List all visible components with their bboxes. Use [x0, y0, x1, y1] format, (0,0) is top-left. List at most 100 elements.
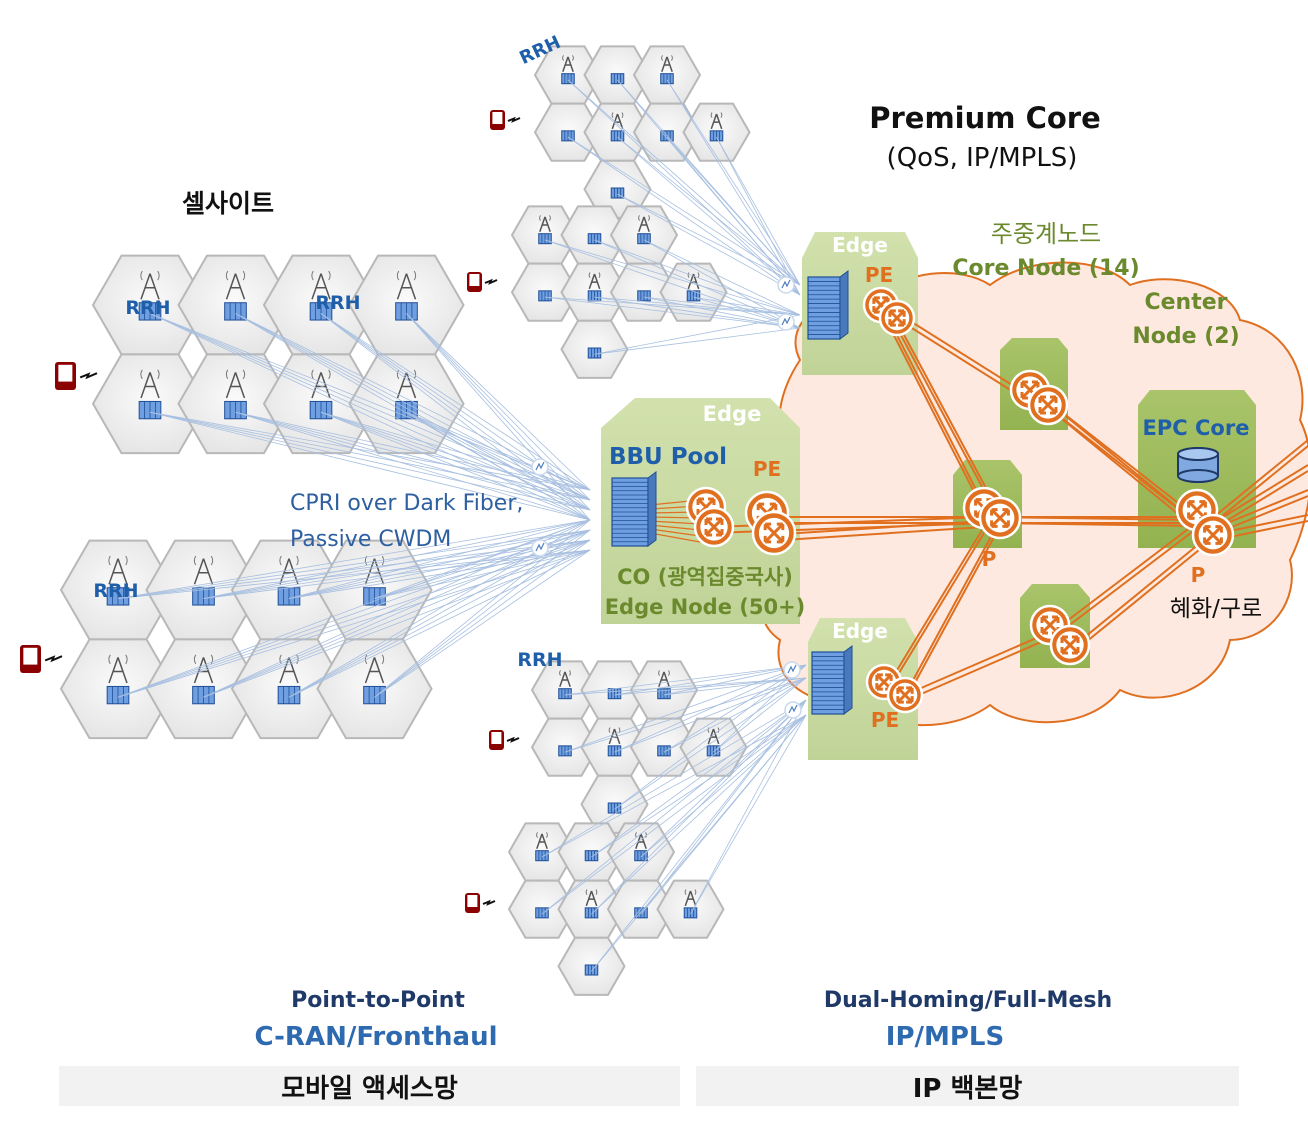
antenna-tower-icon [311, 372, 331, 399]
router-arrowhead [776, 535, 785, 544]
fiber-line [594, 296, 801, 316]
router-arrowhead [875, 683, 883, 691]
edge-label-co: Edge [703, 402, 762, 426]
backbone-link [879, 301, 991, 518]
fiber-line [591, 699, 807, 915]
backbone-link [767, 525, 1001, 542]
backbone-link [904, 629, 1056, 696]
router-arrowhead [1187, 512, 1195, 520]
cell-cluster [20, 539, 433, 740]
radio-link-icon [44, 655, 63, 663]
phone-screen [23, 647, 38, 665]
hyehwa-guro-label: 혜화/구로 [1170, 596, 1262, 622]
backbone-link [884, 522, 991, 697]
server-stack-icon [811, 645, 853, 715]
fiber-line [235, 313, 591, 501]
p2p-label: Point-to-Point [291, 988, 465, 1013]
signal-wave-icon [364, 654, 385, 665]
epc-core-label: EPC Core [1143, 416, 1250, 440]
fiber-line [617, 136, 801, 286]
backbone-link [904, 519, 1001, 696]
cell-site-label: 셀사이트 [182, 189, 274, 218]
router-arrowhead [990, 520, 998, 528]
rrh-label-b: RRH [315, 292, 360, 314]
fiber-line [564, 664, 807, 753]
phone-screen [58, 364, 73, 382]
fiber-line [594, 239, 801, 329]
fiber-line [663, 677, 807, 696]
signal-wave-icon [611, 112, 624, 119]
edge-label-bottom: Edge [832, 619, 888, 643]
router-arrows [704, 517, 724, 537]
rrh-label-c: RRH [93, 580, 138, 602]
router-arrowhead [1071, 635, 1080, 644]
router-arrowhead [906, 686, 914, 694]
fiber-line [663, 664, 807, 753]
signal-wave-icon [661, 55, 673, 61]
router-icon [978, 496, 1022, 540]
antenna-tower-icon [396, 273, 417, 300]
fiber-line [374, 549, 591, 698]
fronthaul-fiber-layer [117, 79, 807, 972]
fiber-line [690, 699, 807, 915]
router-arrowhead [888, 319, 896, 327]
fiber-line [406, 411, 591, 511]
router-arrowhead [1040, 626, 1049, 635]
server-stacks [611, 270, 853, 715]
backbone-link [1209, 464, 1308, 526]
backbone-link [904, 525, 1001, 702]
router-arrowhead [875, 673, 883, 681]
bbu-pool-label: BBU Pool [609, 444, 727, 470]
fiber-line [320, 411, 591, 501]
router-arrowhead [990, 508, 998, 516]
server-side [839, 270, 849, 340]
router-arrows [764, 523, 784, 543]
fiber-line [235, 411, 591, 511]
radio-link-icon [506, 736, 520, 743]
fiber-line [594, 314, 801, 355]
fiber-line [594, 296, 801, 329]
fiber-line [541, 699, 807, 915]
fiber-line [617, 193, 801, 286]
backbone-link [904, 635, 1056, 702]
router-arrowhead [715, 528, 724, 537]
signal-wave-icon [311, 270, 331, 281]
fiber-line [544, 296, 801, 316]
signal-wave-icon [684, 889, 697, 896]
fiber-line [117, 519, 591, 698]
p-label-middle: P [982, 547, 997, 571]
router-arrowhead [1038, 395, 1047, 404]
antenna-tower-icon [140, 273, 160, 300]
radio-link-icon [484, 278, 498, 285]
bbu-fanout-line [649, 532, 701, 543]
router-arrowhead [704, 517, 713, 526]
fiber-line [663, 664, 807, 696]
fiber-line [567, 79, 801, 286]
router-arrowhead [1049, 406, 1058, 415]
signal-wave-icon [279, 555, 299, 566]
footer-mobile-access: 모바일 액세스망 [59, 1066, 680, 1106]
fiber-line [666, 136, 801, 286]
fiber-line [663, 677, 807, 753]
fiber-signal-icon [787, 664, 797, 674]
signal-wave-icon [364, 555, 385, 566]
router-arrowhead [763, 535, 772, 544]
backbone-link [879, 307, 991, 524]
router-arrowhead [1049, 395, 1058, 404]
fiber-line [406, 313, 591, 491]
fiber-line [643, 239, 801, 316]
router-arrowhead [707, 497, 716, 506]
fiber-line [567, 136, 801, 286]
router-arrowhead [898, 309, 906, 317]
fiber-line [716, 136, 801, 296]
fiber-line [203, 519, 591, 698]
fiber-line [288, 539, 591, 698]
signal-wave-icon [311, 369, 331, 380]
cell-cluster [490, 45, 751, 219]
premium-core-title: Premium Core [869, 101, 1101, 135]
fiber-line [374, 519, 591, 698]
fiber-line [591, 714, 807, 858]
cpri-label-line1: CPRI over Dark Fiber, [290, 491, 523, 516]
antenna-tower-icon [585, 890, 598, 907]
